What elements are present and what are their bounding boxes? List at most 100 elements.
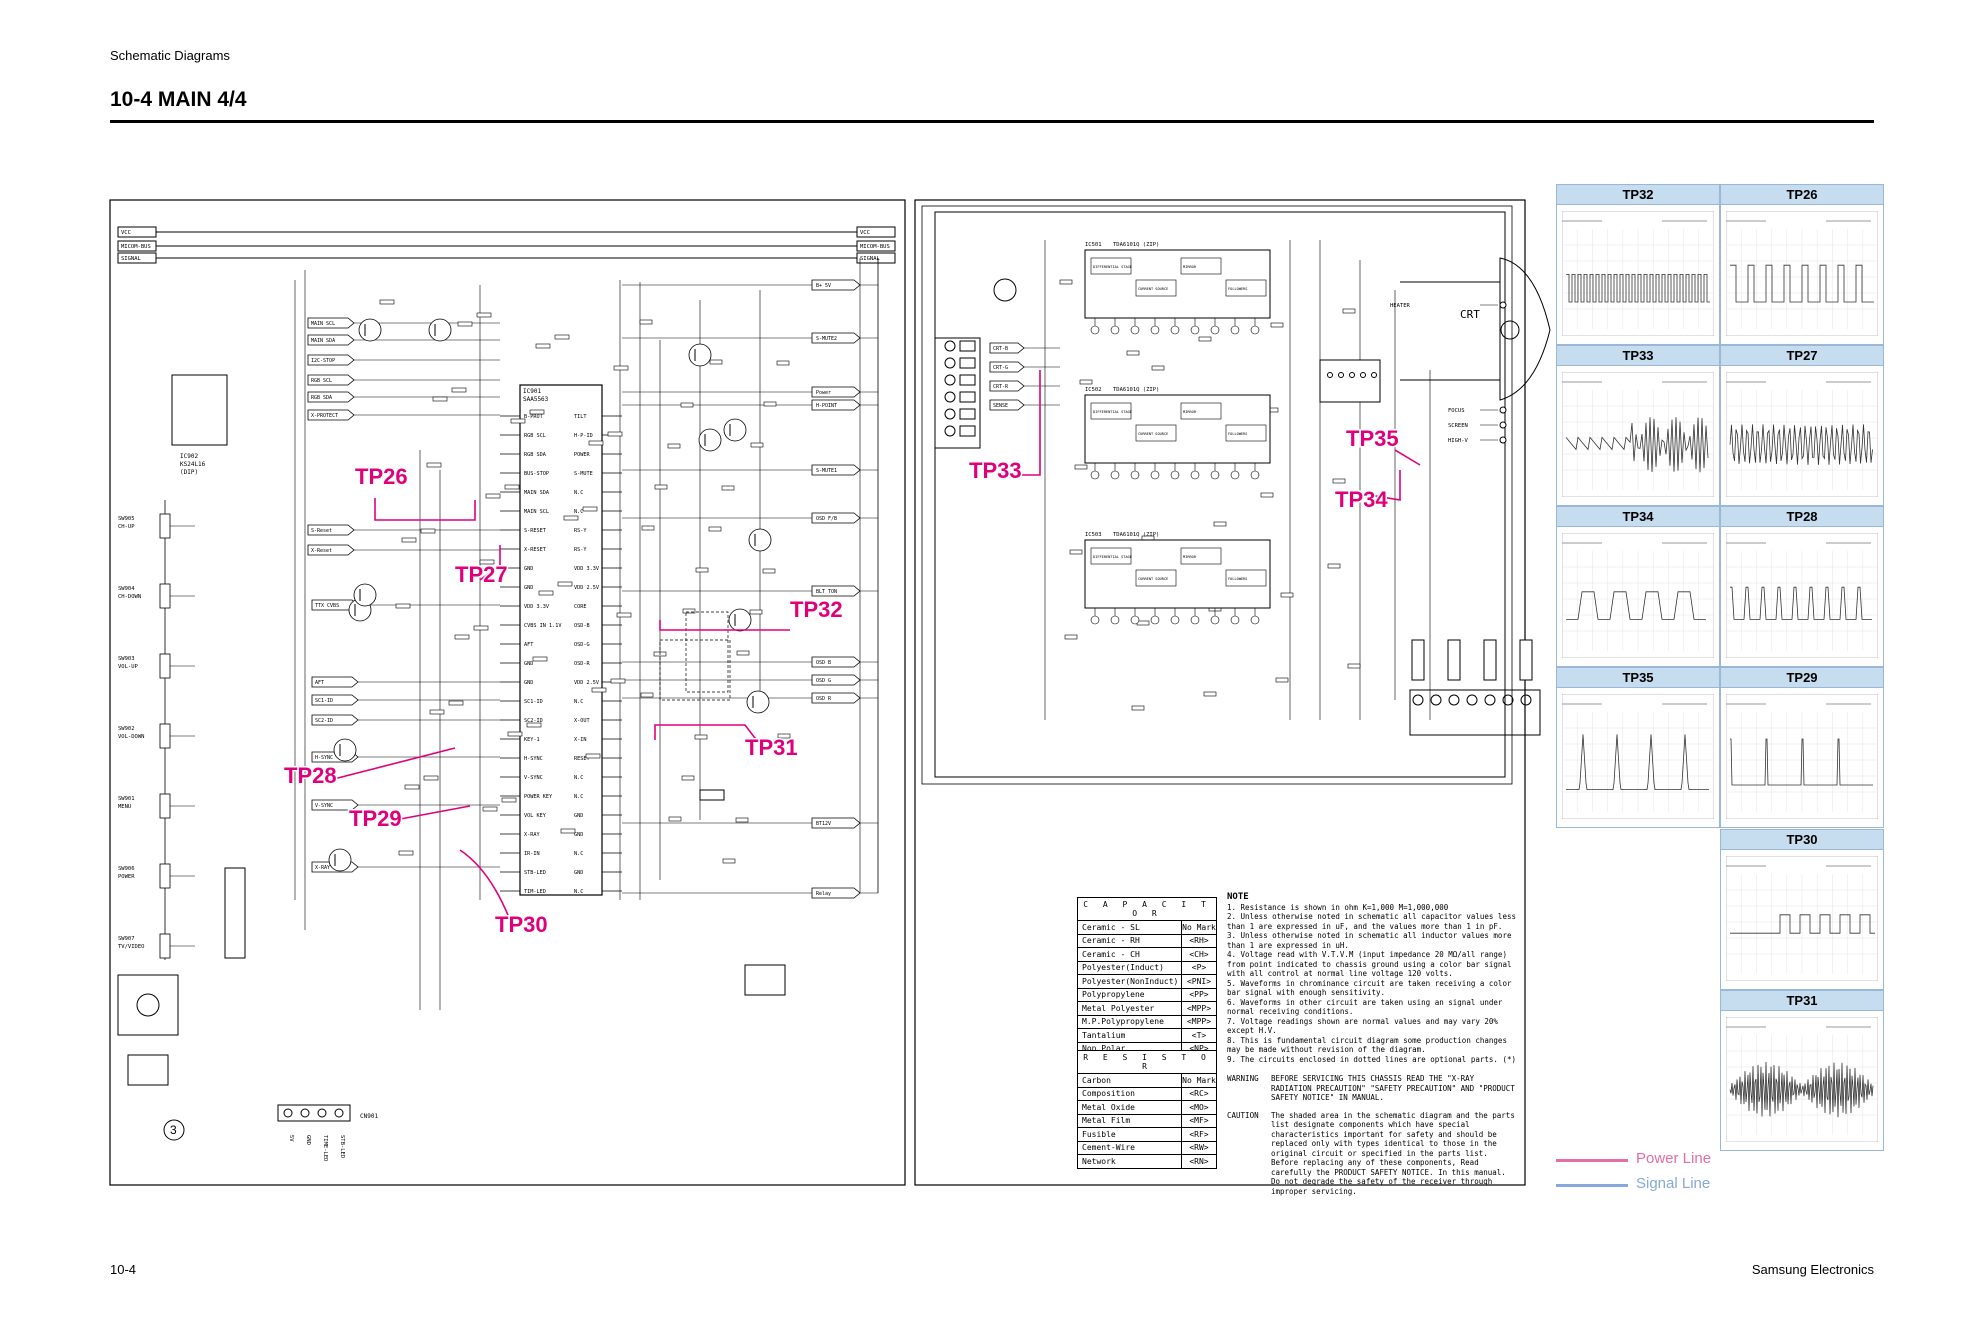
ref-table-row: Polyester(NonInduct)<PNI> xyxy=(1078,975,1216,989)
ref-table-mark: No Mark xyxy=(1182,1075,1216,1085)
ic901-pin-right: N.C xyxy=(574,851,583,857)
resistor-icon xyxy=(640,692,654,698)
right-connector-tag xyxy=(811,512,861,524)
ic901-pin-left: VOL KEY xyxy=(524,813,547,819)
waveform-trace xyxy=(1729,1061,1874,1118)
crt-input-tag xyxy=(989,342,1025,354)
tp35-leader xyxy=(1394,449,1421,466)
ref-table-mark: <RN> xyxy=(1189,1156,1209,1166)
resistor-icon xyxy=(722,858,736,864)
ref-table-type: Ceramic - RH xyxy=(1078,934,1182,947)
output-terminal xyxy=(1499,406,1507,414)
ref-table-mark: <MF> xyxy=(1189,1116,1209,1126)
ref-table-mark: <P> xyxy=(1191,963,1207,973)
tp26-leader xyxy=(374,498,476,521)
waveform-trace-area xyxy=(1562,533,1714,658)
resistor-icon xyxy=(1347,663,1361,669)
signal-line-swatch xyxy=(1556,1184,1628,1187)
left-connector-label: I2C-STOP xyxy=(311,358,335,364)
resistor-icon xyxy=(457,321,473,327)
ic901-pin-left: RGB SDA xyxy=(524,452,547,458)
cn901-pin xyxy=(283,1108,293,1118)
waveform-panel-tp27: TP27 xyxy=(1720,345,1884,506)
resistor-icon xyxy=(501,797,517,803)
socket-pin xyxy=(1371,372,1377,378)
resistor-icon xyxy=(735,817,749,823)
resistor-icon xyxy=(398,850,414,856)
notes-block: NOTE 1. Resistance is shown in ohm K=1,0… xyxy=(1227,892,1517,1196)
right-connector-tag xyxy=(811,279,861,291)
resistor-table-title: R E S I S T O R xyxy=(1078,1051,1216,1074)
waveform-comb xyxy=(1730,586,1872,620)
waveform-peaks xyxy=(1566,734,1709,790)
switch-ref: SW906 xyxy=(118,866,135,872)
ic901-pin-left: RGB SCL xyxy=(524,433,546,439)
resistor-icon xyxy=(473,625,489,631)
ref-table-row: Polyester(Induct)<P> xyxy=(1078,961,1216,975)
switch-icon xyxy=(159,513,171,539)
crt-ic-block xyxy=(1090,257,1132,275)
eeprom-part: KS24L16 xyxy=(180,461,206,468)
resistor-icon xyxy=(639,319,653,325)
right-connector-label: OSD F/B xyxy=(816,516,837,522)
ic901-pin-left: MAIN SDA xyxy=(524,490,550,496)
optional-region xyxy=(659,639,731,701)
crt-ic-block-label: FOLLOWERS xyxy=(1228,432,1247,436)
waveform-trace xyxy=(1566,734,1709,790)
ic901-pin-right: OSD-G xyxy=(574,642,590,648)
tp28-label: TP28 xyxy=(283,762,339,790)
page-number: 10-4 xyxy=(110,1262,137,1277)
switch-icon xyxy=(159,793,171,819)
cn901-pin xyxy=(300,1108,310,1118)
regulator-icon xyxy=(744,964,786,996)
waveform-panel-title: TP27 xyxy=(1721,346,1883,366)
crt-ic-pin xyxy=(1090,325,1100,335)
ref-table-type: Cement-Wire xyxy=(1078,1141,1182,1154)
ic901-pin-left: X-RAY xyxy=(524,832,540,838)
switch-name: TV/VIDEO xyxy=(118,944,145,950)
ref-table-type: Polypropylene xyxy=(1078,988,1182,1001)
crt-ic-pin xyxy=(1190,325,1200,335)
ref-table-type: Ceramic - CH xyxy=(1078,948,1182,961)
resistor-icon xyxy=(585,753,601,759)
resistor-icon xyxy=(1126,350,1140,356)
bus-label-box xyxy=(117,226,157,238)
bus-label: VCC xyxy=(121,230,131,236)
ic901-pin-right: GND xyxy=(574,870,583,876)
resistor-icon xyxy=(1079,379,1093,385)
resistor-icon xyxy=(736,650,750,656)
bus-label: MICOM-BUS xyxy=(121,244,151,250)
tp33-leader xyxy=(1020,370,1041,476)
switch-column: SW905CH-UPSW904CH-DOWNSW903VOL-UPSW902VO… xyxy=(118,500,195,960)
crt-ic-block xyxy=(1090,402,1132,420)
ic901-pin-left: BUS-STOP xyxy=(524,471,549,477)
left-connector-label: AFT xyxy=(315,680,324,686)
crt-ic-pin xyxy=(1110,615,1120,625)
transistor-icon xyxy=(353,583,377,607)
waveform-panel-title: TP33 xyxy=(1557,346,1719,366)
tp34-label: TP34 xyxy=(1334,486,1390,514)
ic901-ref: IC901 xyxy=(523,388,541,395)
crt-ic-pin xyxy=(1250,325,1260,335)
note-item: 6. Waveforms in other circuit are taken … xyxy=(1227,997,1503,1017)
transistor-icon xyxy=(723,418,747,442)
waveform-panel-tp29: TP29 xyxy=(1720,667,1884,828)
resistor-icon xyxy=(681,775,695,781)
left-connector-label: MAIN SCL xyxy=(311,321,335,327)
crt-input-tag xyxy=(989,380,1025,392)
note-item: 3. Unless otherwise noted in schematic a… xyxy=(1227,931,1512,950)
switch-icon xyxy=(159,583,171,609)
resistor-icon xyxy=(610,678,626,684)
right-connector-label: B+ 5V xyxy=(816,283,831,289)
crt-ic-pin xyxy=(1170,470,1180,480)
crt-ic-pin xyxy=(1230,615,1240,625)
right-connector-tag xyxy=(811,399,861,411)
crt-tube: CRT xyxy=(1400,257,1551,401)
crt-ic-block-label: CURRENT SOURCE xyxy=(1138,577,1168,581)
switch-icon xyxy=(159,863,171,889)
spark-gap xyxy=(1483,639,1497,681)
ic901-pin-right: RESET xyxy=(574,756,590,762)
left-connector-tag xyxy=(307,391,355,403)
